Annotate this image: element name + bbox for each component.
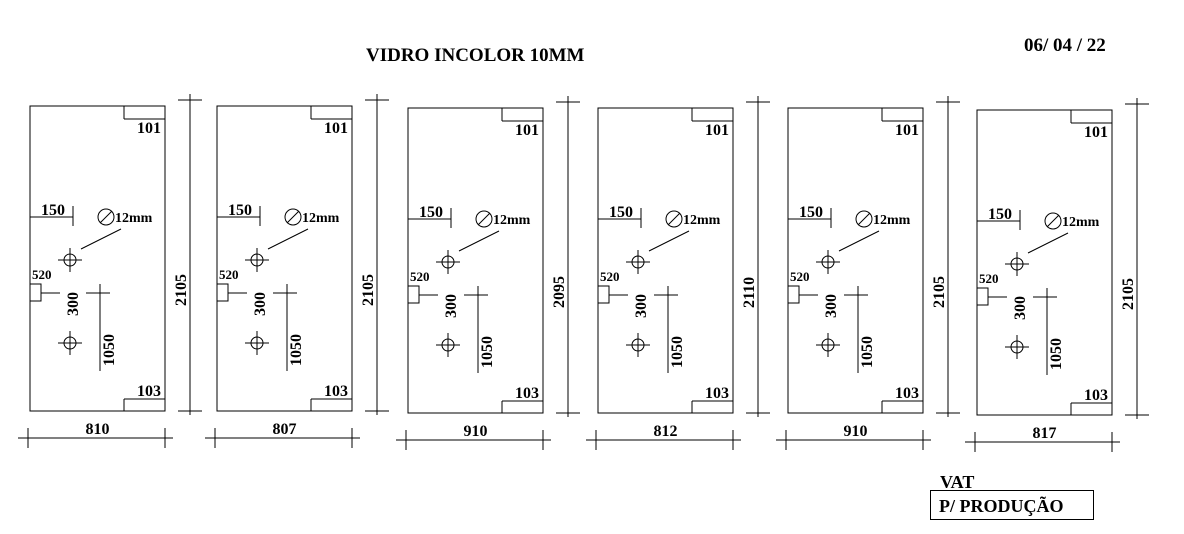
dim-520-label: 520	[219, 267, 239, 282]
hole-symbol	[475, 210, 493, 228]
vat-label: VAT	[940, 472, 975, 492]
height-label: 2105	[173, 274, 190, 306]
dim-1050-label: 1050	[101, 334, 118, 366]
hole-leader	[80, 228, 122, 250]
width-label: 910	[844, 423, 868, 440]
hole-size-label: 12mm	[873, 213, 911, 228]
hole-symbol	[855, 210, 873, 228]
width-label: 812	[654, 423, 678, 440]
hole-symbol-slash	[477, 212, 491, 226]
panel-outline	[976, 109, 1113, 416]
hole-symbol-slash	[857, 212, 871, 226]
hole-symbol-slash	[1046, 214, 1060, 228]
dim-150-label: 150	[228, 202, 252, 219]
hole-leader	[838, 230, 880, 252]
panel-4: 101 103 150 12mm 520 300 1050 2110 812	[586, 96, 770, 450]
dim-300-label: 300	[443, 294, 460, 318]
side-notch	[597, 285, 610, 304]
hole-leader	[648, 230, 690, 252]
hole-leader	[1027, 232, 1069, 254]
hole-size-label: 12mm	[1062, 215, 1100, 230]
width-label: 807	[273, 421, 297, 438]
bottom-tag-label: 103	[1084, 387, 1108, 404]
dim-1050-label: 1050	[1048, 338, 1065, 370]
dim-150-label: 150	[988, 206, 1012, 223]
width-label: 810	[86, 421, 110, 438]
dim-150-label: 150	[419, 204, 443, 221]
height-label: 2105	[931, 276, 948, 308]
hole-leader	[267, 228, 309, 250]
dim-1050-label: 1050	[859, 336, 876, 368]
panel-1: 101 103 150 12mm 520 300 1050 2105 810	[18, 94, 202, 448]
panel-2: 101 103 150 12mm 520 300 1050 2105 807	[205, 94, 389, 448]
top-tag-label: 101	[324, 120, 348, 137]
bottom-tag-label: 103	[324, 383, 348, 400]
height-label: 2095	[551, 276, 568, 308]
hole-size-label: 12mm	[683, 213, 721, 228]
side-notch	[216, 283, 229, 302]
top-tag-label: 101	[137, 120, 161, 137]
dim-1050-label: 1050	[288, 334, 305, 366]
dim-520-label: 520	[410, 269, 430, 284]
hole-symbol	[665, 210, 683, 228]
side-notch	[976, 287, 989, 306]
bottom-tag-label: 103	[895, 385, 919, 402]
top-tag-label: 101	[895, 122, 919, 139]
panel-6: 101 103 150 12mm 520 300 1050 2105 817	[965, 98, 1149, 452]
bottom-tag-label: 103	[705, 385, 729, 402]
dim-520-label: 520	[979, 271, 999, 286]
top-tag-label: 101	[705, 122, 729, 139]
side-notch	[29, 283, 42, 302]
hole-leader	[458, 230, 500, 252]
hole-symbol	[1044, 212, 1062, 230]
panel-outline	[216, 105, 353, 412]
side-notch	[787, 285, 800, 304]
panel-5: 101 103 150 12mm 520 300 1050 2105 910	[776, 96, 960, 450]
hole-size-label: 12mm	[493, 213, 531, 228]
dim-1050-label: 1050	[479, 336, 496, 368]
hole-size-label: 12mm	[115, 211, 153, 226]
hole-symbol	[97, 208, 115, 226]
side-notch	[407, 285, 420, 304]
sheet-title: VIDRO INCOLOR 10MM	[366, 45, 585, 66]
width-label: 910	[464, 423, 488, 440]
dim-520-label: 520	[790, 269, 810, 284]
dim-150-label: 150	[41, 202, 65, 219]
height-label: 2105	[360, 274, 377, 306]
bottom-tag-label: 103	[137, 383, 161, 400]
panel-outline	[29, 105, 166, 412]
top-tag-label: 101	[515, 122, 539, 139]
production-box: P/ PRODUÇÃO	[930, 490, 1094, 520]
dim-300-label: 300	[633, 294, 650, 318]
hole-symbol-slash	[99, 210, 113, 224]
dim-300-label: 300	[1012, 296, 1029, 320]
hole-symbol-slash	[667, 212, 681, 226]
hole-symbol-slash	[286, 210, 300, 224]
top-tag-label: 101	[1084, 124, 1108, 141]
panel-outline	[407, 107, 544, 414]
dim-150-label: 150	[609, 204, 633, 221]
panel-outline	[787, 107, 924, 414]
dim-300-label: 300	[823, 294, 840, 318]
bottom-tag-label: 103	[515, 385, 539, 402]
height-label: 2105	[1120, 278, 1137, 310]
dim-520-label: 520	[600, 269, 620, 284]
height-label: 2110	[741, 277, 758, 308]
width-label: 817	[1033, 425, 1057, 442]
sheet-date: 06/ 04 / 22	[1024, 35, 1106, 56]
dim-1050-label: 1050	[669, 336, 686, 368]
dim-300-label: 300	[65, 292, 82, 316]
production-label: P/ PRODUÇÃO	[939, 496, 1064, 516]
panel-outline	[597, 107, 734, 414]
hole-symbol	[284, 208, 302, 226]
panel-3: 101 103 150 12mm 520 300 1050 2095 910	[396, 96, 580, 450]
hole-size-label: 12mm	[302, 211, 340, 226]
dim-300-label: 300	[252, 292, 269, 316]
dim-520-label: 520	[32, 267, 52, 282]
dim-150-label: 150	[799, 204, 823, 221]
